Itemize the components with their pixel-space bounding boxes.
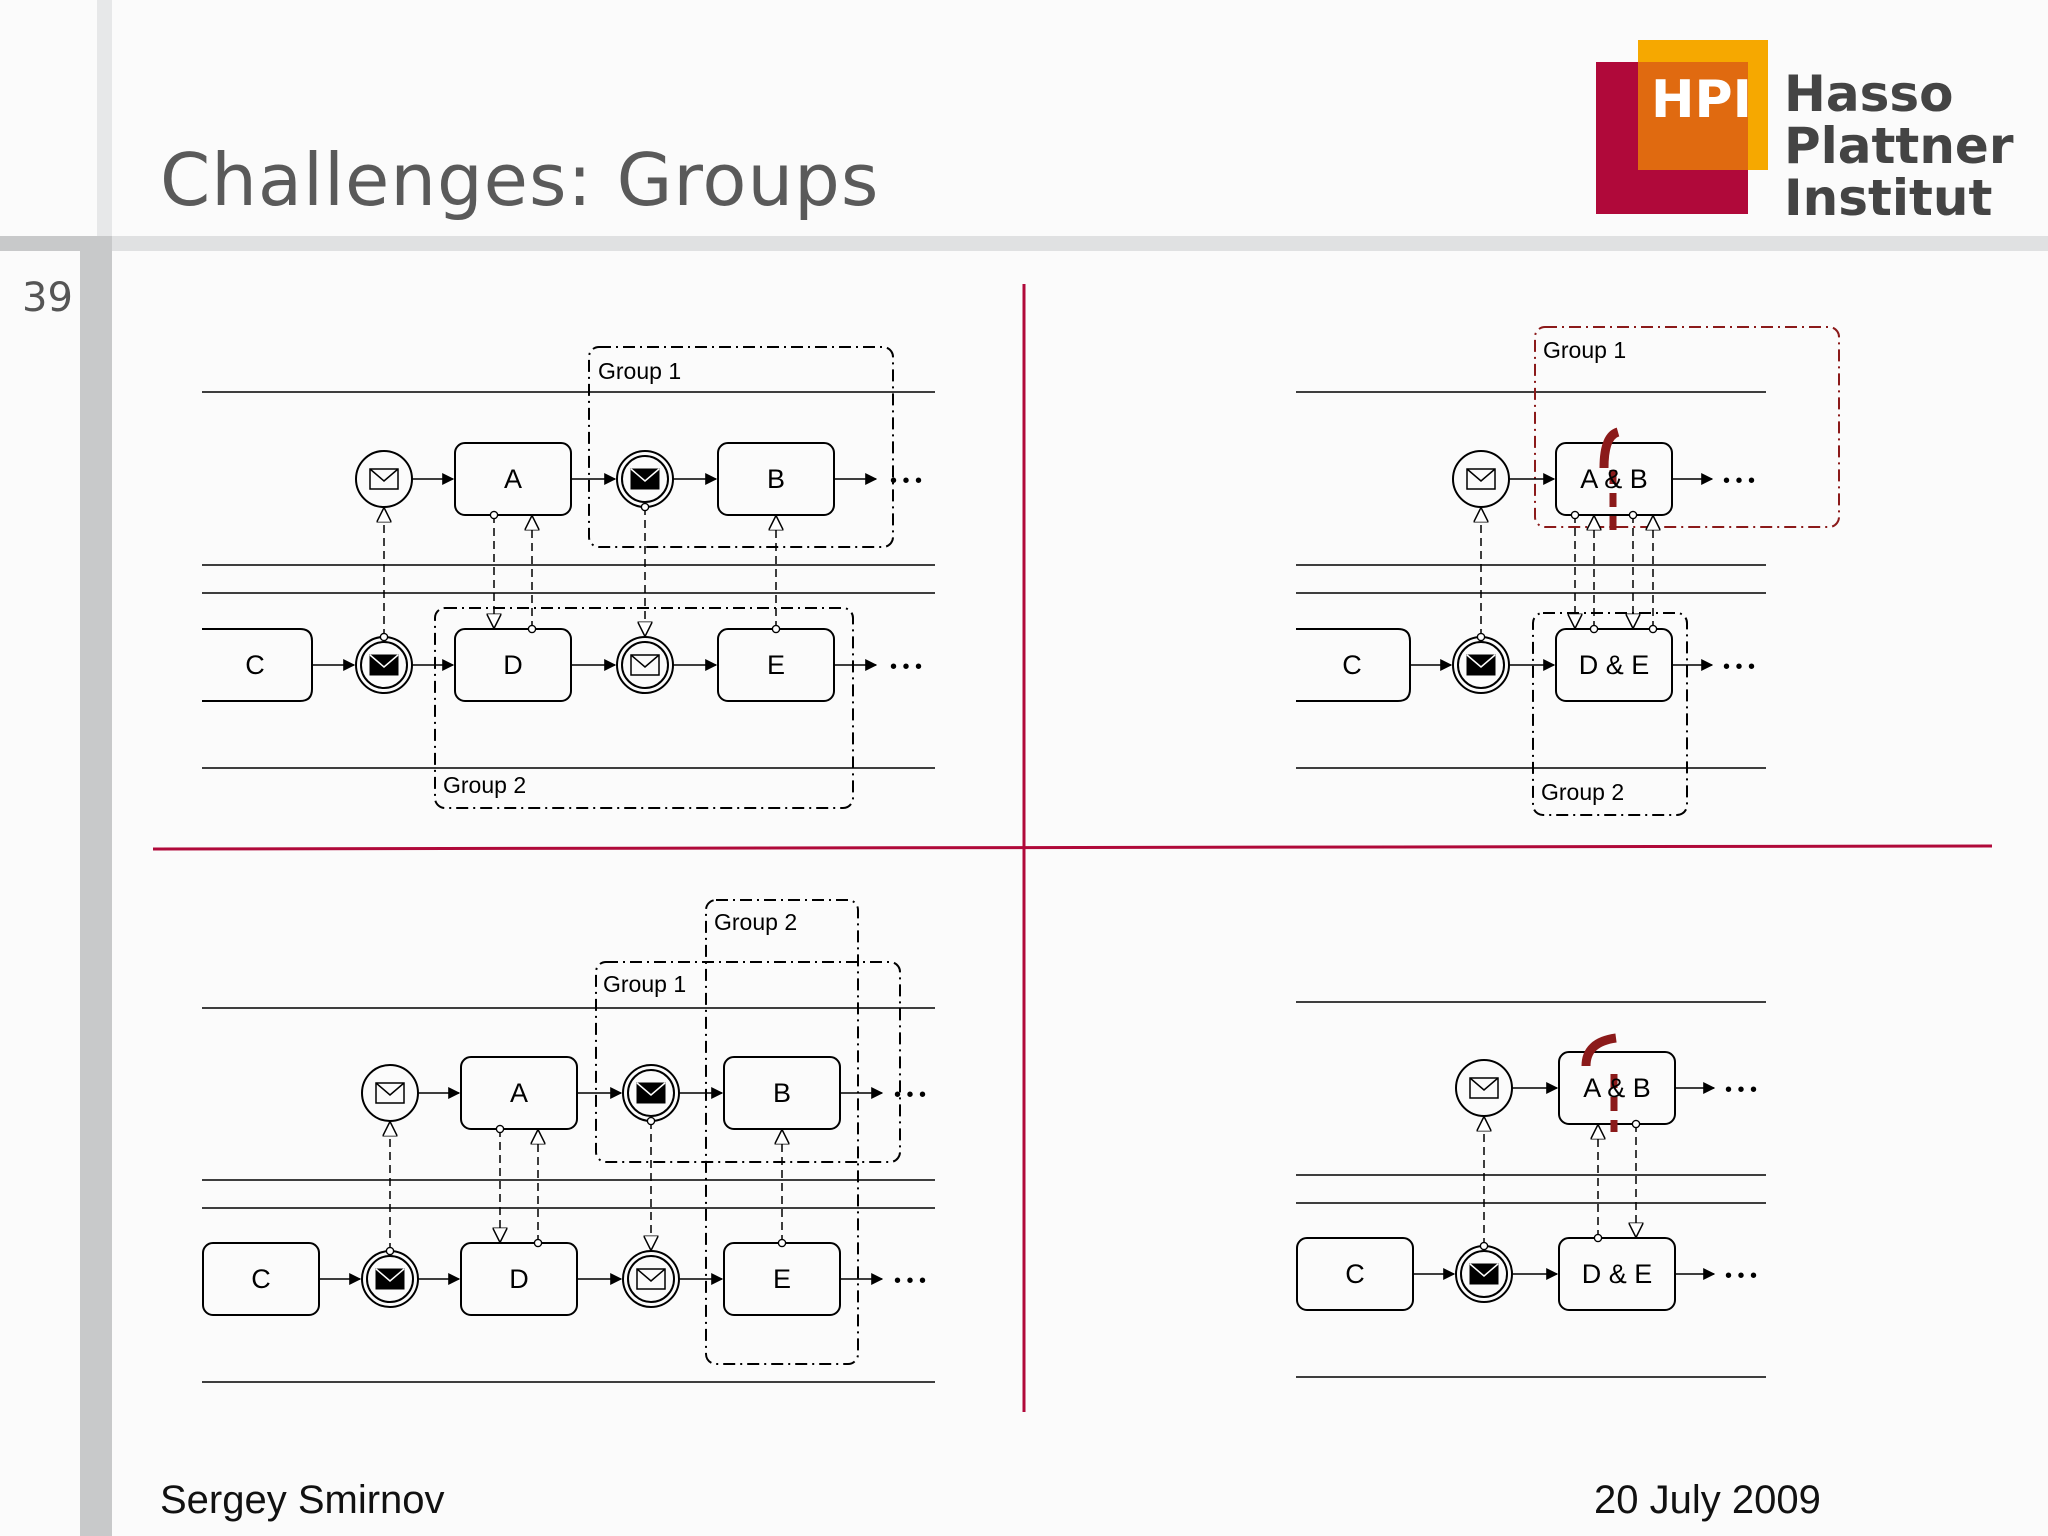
envelope-flap xyxy=(1466,468,1496,482)
quadrant-top-left xyxy=(202,346,935,809)
filled-envelope-icon xyxy=(636,1082,666,1104)
event-inner-ring xyxy=(627,1069,675,1117)
group-1-box xyxy=(588,346,894,548)
task-c-label: C xyxy=(1342,650,1362,680)
message-catch-event xyxy=(616,636,674,694)
envelope-icon xyxy=(636,1268,666,1290)
message-start-event xyxy=(361,1064,419,1122)
quadrant-bottom-left-labels: A B C D E Group 1 Group 2 • • • • • • xyxy=(251,909,926,1294)
filled-envelope-icon xyxy=(1469,1263,1499,1285)
continuation-ellipsis: • • • xyxy=(1723,470,1755,492)
continuation-ellipsis: • • • xyxy=(890,656,922,678)
continuation-ellipsis: • • • xyxy=(890,470,922,492)
quadrant-top-right xyxy=(1296,326,1840,816)
group-1-label: Group 1 xyxy=(1543,337,1626,363)
task-a-and-b-label: A & B xyxy=(1580,464,1648,494)
envelope-icon xyxy=(1466,468,1496,490)
continuation-ellipsis: • • • xyxy=(1725,1079,1757,1101)
task-c-label: C xyxy=(251,1264,271,1294)
quadrant-bottom-right xyxy=(1296,1001,1766,1378)
envelope-flap xyxy=(375,1268,405,1282)
message-start-event xyxy=(355,450,413,508)
filled-envelope-icon xyxy=(369,654,399,676)
task-d-and-e-label: D & E xyxy=(1579,650,1650,680)
task-a-and-b-label: A & B xyxy=(1583,1073,1651,1103)
filled-envelope-icon xyxy=(375,1268,405,1290)
task-a-label: A xyxy=(504,464,522,494)
left-accent-bar xyxy=(80,236,112,1536)
quadrant-bottom-right-labels: A & B C D & E • • • • • • xyxy=(1345,1073,1757,1289)
envelope-flap xyxy=(369,468,399,482)
envelope-flap xyxy=(1469,1077,1499,1091)
envelope-flap xyxy=(630,468,660,482)
event-inner-ring xyxy=(627,1255,675,1303)
continuation-ellipsis: • • • xyxy=(894,1270,926,1292)
envelope-flap xyxy=(636,1268,666,1282)
task-b-label: B xyxy=(773,1078,791,1108)
group-split-marker xyxy=(1581,1033,1617,1067)
quadrant-top-right-labels: A & B C D & E Group 1 Group 2 • • • • • … xyxy=(1342,337,1755,805)
message-catch-event xyxy=(622,1250,680,1308)
group-1-box-highlighted xyxy=(1534,326,1840,528)
task-e-label: E xyxy=(773,1264,791,1294)
slide-number: 39 xyxy=(22,275,73,321)
envelope-flap xyxy=(1466,654,1496,668)
group-2-box xyxy=(705,899,859,1365)
event-inner-ring xyxy=(366,1255,414,1303)
envelope-icon xyxy=(1469,1077,1499,1099)
slide-title: Challenges: Groups xyxy=(160,138,880,222)
quadrant-top-left-labels: A B C D E Group 1 Group 2 • • • • • • xyxy=(245,358,922,798)
group-1-label: Group 1 xyxy=(603,971,686,997)
envelope-flap xyxy=(375,1082,405,1096)
message-start-event xyxy=(1452,450,1510,508)
logo-line-1: Hasso xyxy=(1784,65,1954,123)
message-start-event xyxy=(1455,1059,1513,1117)
task-e-label: E xyxy=(767,650,785,680)
horizontal-divider xyxy=(152,844,1993,851)
filled-envelope-icon xyxy=(1466,654,1496,676)
title-separator xyxy=(0,236,2048,251)
continuation-ellipsis: • • • xyxy=(894,1084,926,1106)
group-2-label: Group 2 xyxy=(1541,779,1624,805)
footer-author: Sergey Smirnov xyxy=(160,1478,445,1522)
left-accent-bar-top xyxy=(97,0,112,236)
envelope-flap xyxy=(1469,1263,1499,1277)
footer-date: 20 July 2009 xyxy=(1594,1478,1821,1522)
envelope-icon xyxy=(630,654,660,676)
quadrant-bottom-left xyxy=(202,899,935,1383)
group-split-marker xyxy=(1599,427,1620,469)
task-d-and-e-label: D & E xyxy=(1582,1259,1653,1289)
continuation-ellipsis: • • • xyxy=(1725,1265,1757,1287)
envelope-flap xyxy=(369,654,399,668)
task-c-label: C xyxy=(245,650,265,680)
event-inner-ring xyxy=(360,641,408,689)
envelope-flap xyxy=(636,1082,666,1096)
logo-abbreviation: HPI xyxy=(1651,70,1752,130)
filled-envelope-icon xyxy=(630,468,660,490)
group-2-box xyxy=(1532,612,1688,816)
event-inner-ring xyxy=(1460,1250,1508,1298)
group-2-label: Group 2 xyxy=(443,772,526,798)
group-1-box xyxy=(595,961,901,1163)
envelope-flap xyxy=(630,654,660,668)
group-1-label: Group 1 xyxy=(598,358,681,384)
event-inner-ring xyxy=(1457,641,1505,689)
task-c-label: C xyxy=(1345,1259,1365,1289)
logo-line-3: Institut xyxy=(1784,169,1993,227)
envelope-icon xyxy=(375,1082,405,1104)
hpi-logo: HPI Hasso Plattner Institut xyxy=(1596,40,2014,224)
logo-orange-square xyxy=(1638,62,1748,170)
envelope-icon xyxy=(369,468,399,490)
logo-institute-name: Hasso Plattner Institut xyxy=(1784,68,2014,224)
event-inner-ring xyxy=(621,455,669,503)
group-2-label: Group 2 xyxy=(714,909,797,935)
task-d-label: D xyxy=(503,650,523,680)
continuation-ellipsis: • • • xyxy=(1723,656,1755,678)
task-a-label: A xyxy=(510,1078,528,1108)
task-b-label: B xyxy=(767,464,785,494)
task-d-label: D xyxy=(509,1264,529,1294)
logo-line-2: Plattner xyxy=(1784,117,2014,175)
event-inner-ring xyxy=(621,641,669,689)
